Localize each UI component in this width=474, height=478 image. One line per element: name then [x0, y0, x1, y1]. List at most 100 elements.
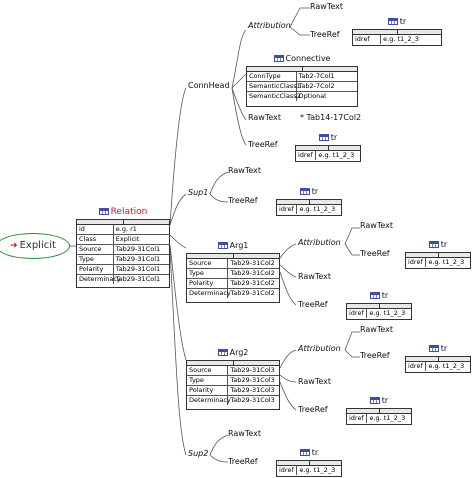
field-value-cell: e.g. t1_2_3	[299, 466, 336, 474]
field-name-cell: SemanticClass1	[249, 82, 301, 91]
field-value-cell: Tab29-31Col1	[115, 275, 161, 283]
field-name-cell: Source	[187, 259, 229, 268]
field-value-cell: Tab29-31Col2	[230, 269, 275, 277]
field-name-cell: Polarity	[187, 386, 229, 395]
table-icon	[428, 345, 439, 352]
field-name-cell: idref	[347, 309, 368, 318]
arg1-title: Arg1	[229, 241, 249, 250]
table-icon	[217, 349, 228, 356]
field-value-cell: Optional	[298, 92, 326, 100]
connhead-rawtext: RawText	[248, 113, 282, 122]
field-value-cell: Tab29-31Col2	[230, 259, 275, 267]
sup1-rawtext: RawText	[228, 166, 262, 175]
arg2-attribution-treeref: TreeRef	[360, 351, 390, 360]
tr-title: tr	[330, 133, 338, 142]
field-name-cell: ConnType	[247, 72, 297, 81]
field-name-cell: Determinacy	[189, 396, 231, 405]
table-icon	[299, 188, 310, 195]
field-value-cell: Tab29-31Col1	[115, 245, 161, 253]
field-value-cell: Tab2-7Col1	[298, 72, 335, 80]
field-value-cell: e.g. t1_2_3	[299, 205, 336, 213]
sup2-treeref: TreeRef	[228, 457, 258, 466]
arg1-attribution-treeref: TreeRef	[360, 249, 390, 258]
table-icon	[299, 449, 310, 456]
table-icon	[98, 208, 109, 215]
sup1-treeref: TreeRef	[228, 196, 258, 205]
connhead-treeref: TreeRef	[248, 140, 278, 149]
arrow-icon: ➜	[10, 241, 18, 251]
tr-title: tr	[440, 344, 448, 353]
field-value-cell: e.g. t1_2_3	[383, 35, 419, 43]
field-value-cell: e.g. t1_2_3	[428, 362, 465, 370]
tr-title: tr	[381, 291, 389, 300]
connhead-attribution-label: Attribution	[248, 21, 291, 30]
field-value-cell: e.g. t1_2_3	[369, 414, 406, 422]
table-icon	[428, 241, 439, 248]
table-icon	[217, 242, 228, 249]
sup1-label: Sup1	[188, 188, 209, 197]
relation-title: Relation	[110, 207, 148, 217]
field-name-cell: idref	[296, 151, 317, 160]
field-name-cell: Polarity	[77, 265, 114, 274]
sup2-rawtext: RawText	[228, 429, 262, 438]
tr-title: tr	[399, 17, 407, 26]
table-icon	[387, 18, 398, 25]
table-icon	[369, 397, 380, 404]
arg2-attribution-rawtext: RawText	[360, 325, 394, 334]
explicit-root-node[interactable]: ➜Explicit	[0, 233, 70, 259]
field-value-cell: Tab29-31Col3	[230, 396, 275, 404]
field-value-cell: e.g. t1_2_3	[428, 258, 465, 266]
field-value-cell: Tab29-31Col3	[230, 366, 275, 374]
field-value-cell: e.g. t1_2_3	[318, 151, 355, 159]
arg1-treeref: TreeRef	[298, 300, 328, 309]
connhead-attribution-rawtext: RawText	[310, 2, 344, 11]
field-name-cell: Determinacy	[189, 289, 231, 298]
tr-title: tr	[311, 187, 319, 196]
field-name-cell: idref	[347, 414, 368, 423]
field-value-cell: Tab29-31Col1	[115, 265, 161, 273]
field-value-cell: Tab29-31Col3	[230, 376, 275, 384]
field-name-cell: Source	[77, 245, 114, 254]
field-name-cell: Type	[187, 376, 229, 385]
